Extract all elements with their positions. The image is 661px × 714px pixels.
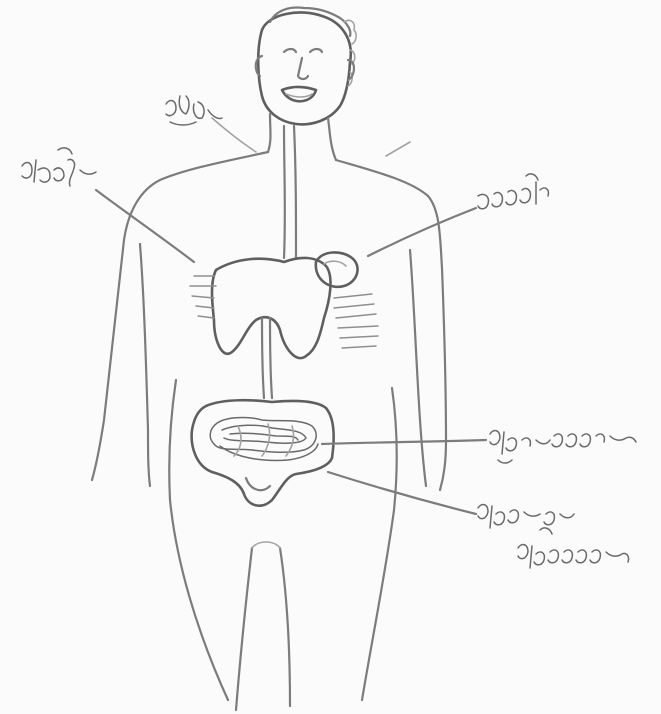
label-large-intestine-handwriting (478, 505, 629, 568)
label-left-upper-handwriting (22, 148, 96, 186)
leader-small-intestine (322, 440, 486, 444)
label-leaders (96, 118, 486, 514)
liver (190, 258, 330, 358)
leader-left-upper (96, 190, 194, 262)
head (256, 8, 356, 125)
right-side-hatching (334, 294, 378, 348)
neck-and-torso-outline (92, 114, 446, 710)
esophagus (284, 126, 296, 258)
leader-large-intestine (328, 472, 476, 514)
label-right-upper-handwriting (478, 174, 548, 209)
leader-throat (212, 118, 256, 152)
stomach (316, 252, 358, 286)
leader-right-upper (368, 208, 476, 256)
label-small-intestine-handwriting (490, 431, 636, 463)
label-throat-handwriting (166, 96, 222, 125)
digestive-tube (262, 318, 272, 398)
small-intestine (210, 418, 318, 491)
